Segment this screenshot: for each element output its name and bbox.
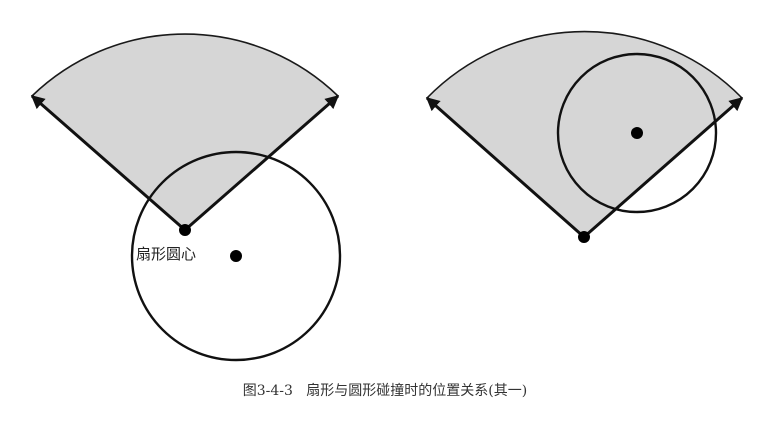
right-panel	[425, 30, 744, 243]
left-sector-radius-left	[30, 94, 186, 232]
right-collision-circle	[556, 52, 718, 214]
left-circle-center-dot	[230, 250, 242, 262]
sector-center-label: 扇形圆心	[136, 245, 196, 263]
left-collision-circle	[130, 150, 342, 362]
left-sector-radius-right	[184, 94, 340, 232]
right-sector-radius-left	[425, 96, 585, 239]
left-sector	[30, 33, 340, 232]
left-panel: 扇形圆心	[30, 33, 342, 362]
right-sector	[425, 30, 744, 239]
left-sector-center-dot	[179, 224, 191, 236]
right-sector-center-dot	[578, 231, 590, 243]
figure-caption: 图3-4-3 扇形与圆形碰撞时的位置关系(其一)	[243, 383, 527, 399]
right-circle-center-dot	[631, 127, 643, 139]
